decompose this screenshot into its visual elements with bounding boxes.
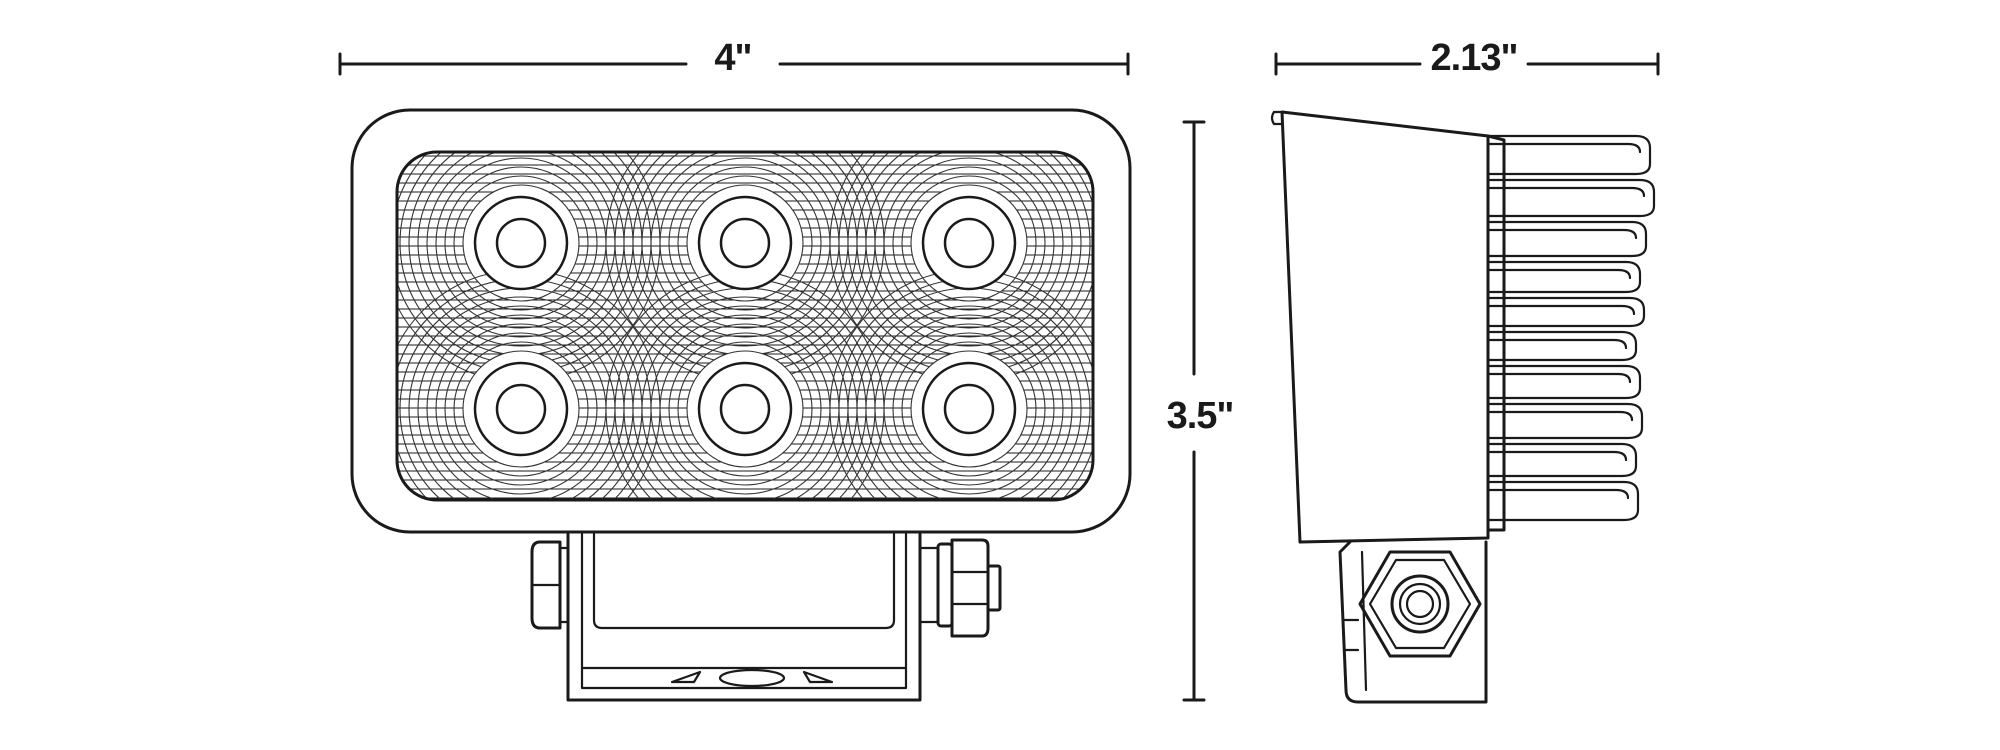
heat-sink-fin	[1486, 442, 1638, 478]
lens-ring	[444, 166, 598, 320]
lens-ring	[874, 152, 1064, 338]
led	[473, 195, 569, 291]
left-arrow-icon	[670, 670, 702, 684]
heat-sink-fin-edge	[1486, 186, 1646, 198]
led	[921, 195, 1017, 291]
lens-ring	[865, 305, 1073, 500]
led-emitter	[719, 217, 771, 269]
heat-sink-fin-edge	[1486, 450, 1628, 462]
lens-ring	[668, 166, 822, 320]
heat-sink-fin	[1486, 330, 1638, 362]
lens-ring	[874, 314, 1064, 500]
heat-sink-fin-edge	[1486, 268, 1632, 280]
side-view	[1270, 110, 1656, 704]
mount-bracket	[566, 532, 922, 702]
heat-sink-fin	[1486, 134, 1652, 176]
led	[697, 195, 793, 291]
side-housing	[1280, 110, 1490, 544]
lens-ring	[883, 323, 1055, 495]
width-dimension-label: 4"	[714, 37, 751, 79]
width-dimension: 4"	[338, 37, 1130, 79]
height-dimension: 3.5"	[1167, 120, 1234, 702]
front-housing	[350, 108, 1132, 534]
heat-sink-fin	[1486, 480, 1640, 522]
lens-pattern	[397, 152, 1093, 500]
heat-sink-fin	[1486, 220, 1648, 258]
right-nut	[918, 538, 1002, 638]
front-view	[350, 108, 1132, 702]
led-emitter	[943, 217, 995, 269]
led-emitter	[495, 217, 547, 269]
heat-sink-fin	[1486, 296, 1646, 328]
heat-sink-fin-edge	[1486, 228, 1638, 240]
led-emitter	[495, 383, 547, 435]
right-arrow-icon	[802, 670, 834, 684]
heat-sink-fin-edge	[1486, 410, 1634, 422]
heat-sink-fin-edge	[1486, 372, 1632, 384]
lens-ring	[883, 157, 1055, 329]
lens-ring	[892, 332, 1046, 486]
lens-ring	[453, 341, 589, 477]
heat-sink-fin-edge	[1486, 338, 1628, 350]
front-lens	[395, 150, 1095, 502]
heat-sink-fins	[1486, 134, 1656, 532]
lens-ring	[892, 166, 1046, 320]
lens-ring	[677, 341, 813, 477]
heat-sink-fin-edge	[1486, 142, 1642, 154]
led	[697, 361, 793, 457]
lens-ring	[865, 152, 1073, 347]
lens-border	[395, 150, 1095, 502]
heat-sink-base	[1486, 134, 1506, 532]
side-mount-bracket	[1338, 540, 1488, 704]
heat-sink-fin-edge	[1486, 304, 1636, 316]
depth-dimension: 2.13"	[1274, 37, 1660, 79]
lens-ring	[677, 175, 813, 311]
height-dimension-label: 3.5"	[1167, 395, 1234, 437]
led-emitter	[719, 383, 771, 435]
left-bolt	[530, 540, 570, 630]
lens-ring	[668, 332, 822, 486]
heat-sink-fin	[1486, 402, 1644, 440]
heat-sink-fin-edge	[1486, 488, 1630, 500]
led	[473, 361, 569, 457]
lens-ring	[453, 175, 589, 311]
mount-slot	[718, 668, 786, 688]
heat-sink-fin	[1486, 364, 1642, 400]
lens-ring	[901, 341, 1037, 477]
side-hex-nut	[1358, 550, 1482, 658]
heat-sink-fin	[1486, 260, 1642, 294]
depth-dimension-label: 2.13"	[1431, 37, 1518, 79]
heat-sink-fin	[1486, 178, 1656, 218]
led-array	[473, 195, 1017, 457]
lens-ring	[901, 175, 1037, 311]
led-emitter	[943, 383, 995, 435]
led	[921, 361, 1017, 457]
lens-ring	[856, 296, 1082, 500]
lens-ring	[444, 332, 598, 486]
